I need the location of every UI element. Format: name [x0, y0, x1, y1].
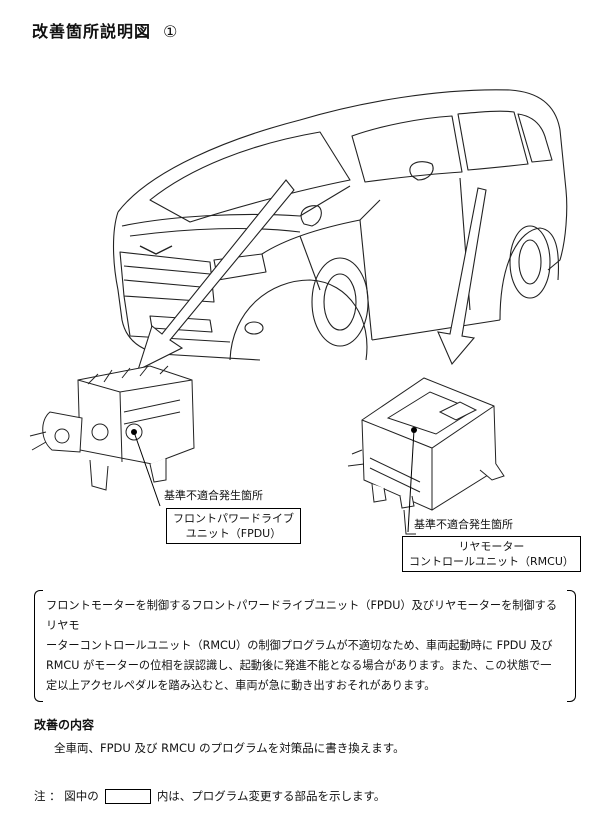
- vehicle-illustration: [113, 89, 568, 361]
- improvement-text: 全車両、FPDU 及び RMCU のプログラムを対策品に書き換えます。: [54, 741, 405, 755]
- note-box-symbol: [104, 788, 151, 804]
- rmcu-defect-label: 基準不適合発生箇所: [412, 516, 515, 532]
- fpdu-defect-label: 基準不適合発生箇所: [162, 487, 265, 503]
- description-line-3: RMCU がモーターの位相を誤認識し、起動後に発進不能となる場合があります。また…: [46, 659, 552, 672]
- title-text: 改善箇所説明図: [32, 22, 152, 41]
- fpdu-label-line2: ユニット（FPDU）: [185, 527, 282, 540]
- fpdu-component: [29, 365, 195, 491]
- rmcu-label-box: リヤモーター コントロールユニット（RMCU）: [402, 536, 581, 572]
- note-prefix: 注 ： 図中の: [34, 789, 99, 803]
- vehicle-diagram: [29, 89, 568, 535]
- page-title: 改善箇所説明図 ①: [32, 18, 178, 42]
- rmcu-label-line2: コントロールユニット（RMCU）: [409, 555, 574, 568]
- rmcu-label-line1: リヤモーター: [458, 540, 525, 553]
- description-line-2: ーターコントロールユニット（RMCU）の制御プログラムが不適切なため、車両起動時…: [46, 639, 553, 652]
- rmcu-leader-line: [407, 429, 415, 533]
- arrow-to-fpdu: [137, 179, 295, 372]
- fpdu-leader-line: [133, 431, 161, 507]
- fpdu-label-box: フロントパワードライブ ユニット（FPDU）: [166, 508, 301, 544]
- description-line-4: 定以上アクセルペダルを踏み込むと、車両が急に動き出すおそれがあります。: [46, 679, 436, 692]
- rmcu-component: [347, 377, 505, 535]
- arrow-to-rmcu: [437, 187, 487, 366]
- improvement-heading: 改善の内容: [34, 718, 95, 732]
- title-number: ①: [163, 22, 179, 41]
- note: 注 ： 図中の 内は、プログラム変更する部品を示します。: [34, 788, 385, 804]
- note-suffix: 内は、プログラム変更する部品を示します。: [156, 789, 386, 803]
- description-box: フロントモーターを制御するフロントパワードライブユニット（FPDU）及びリヤモー…: [34, 590, 576, 702]
- fpdu-label-line1: フロントパワードライブ: [173, 512, 294, 525]
- description-line-1: フロントモーターを制御するフロントパワードライブユニット（FPDU）及びリヤモー…: [46, 599, 558, 632]
